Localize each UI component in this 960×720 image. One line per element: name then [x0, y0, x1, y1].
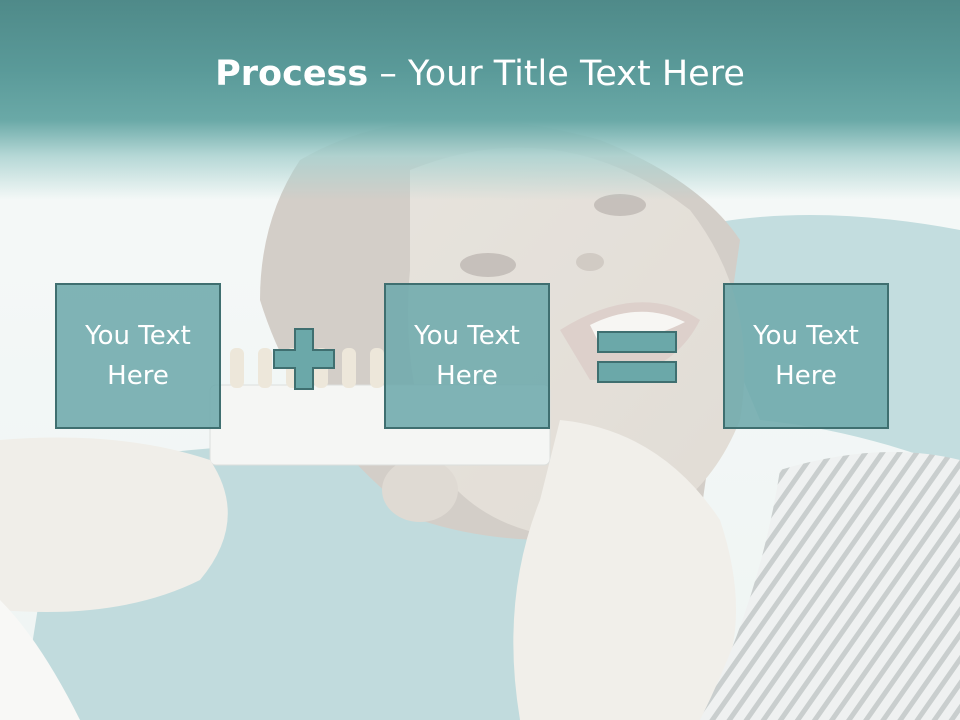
process-box-3-text: You Text Here: [753, 321, 859, 391]
title-rest-part: – Your Title Text Here: [368, 54, 745, 94]
equals-icon: [597, 331, 677, 383]
process-box-2-text: You Text Here: [414, 321, 520, 391]
process-box-2[interactable]: You Text Here: [384, 283, 550, 429]
plus-icon: [273, 328, 335, 390]
process-box-1-text: You Text Here: [85, 321, 191, 391]
title-bold-part: Process: [215, 54, 369, 94]
header-band: [0, 0, 960, 200]
process-box-3[interactable]: You Text Here: [723, 283, 889, 429]
slide-title: Process – Your Title Text Here: [0, 52, 960, 96]
process-box-1[interactable]: You Text Here: [55, 283, 221, 429]
